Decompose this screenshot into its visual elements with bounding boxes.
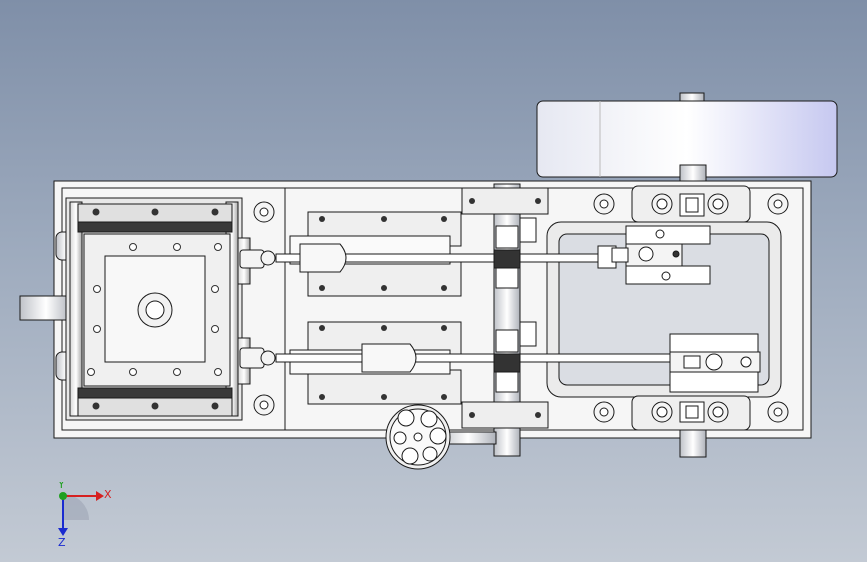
main-bearing-lower <box>631 395 751 431</box>
connecting-rod-upper <box>239 243 617 273</box>
cylinder-block <box>19 197 251 421</box>
crank-web-lower <box>669 333 761 393</box>
z-axis-arrow-icon <box>58 528 68 536</box>
connecting-rod-lower <box>239 343 677 373</box>
x-axis-label: X <box>104 488 112 501</box>
y-axis-dot-icon <box>59 492 67 500</box>
x-axis-arrow-icon <box>96 491 104 501</box>
y-axis-label: Y <box>57 482 65 491</box>
crank-web-upper <box>611 225 711 285</box>
cover-bolts <box>87 243 222 376</box>
base-holes <box>253 193 789 423</box>
valve-shaft <box>461 183 549 457</box>
cylinder-bolts <box>92 208 219 410</box>
main-bearing-upper <box>631 185 751 223</box>
pulley-wheel <box>385 404 497 470</box>
z-axis-label: Z <box>58 536 66 549</box>
coordinate-triad: X Y Z <box>40 478 120 552</box>
flywheel <box>536 92 838 188</box>
